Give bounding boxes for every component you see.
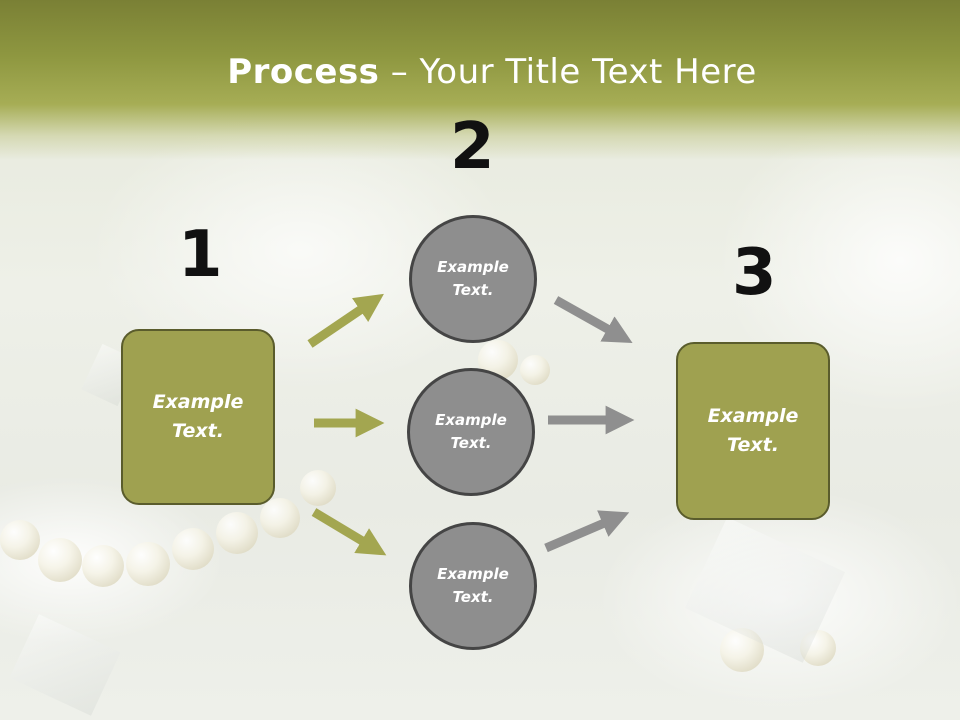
arrow-top-to-3 (553, 296, 633, 344)
arrow-bottom-to-3 (544, 510, 630, 553)
step-2-circle-middle: Example Text. (407, 368, 535, 496)
title-rest: – Your Title Text Here (379, 52, 757, 92)
circle-top-label: Example Text. (437, 258, 509, 299)
step-3-label: Example Text. (707, 405, 799, 456)
circle-bottom-label: Example Text. (437, 565, 509, 606)
circle-middle-label: Example Text. (435, 411, 507, 452)
step-1-label: Example Text. (152, 391, 244, 442)
arrow-1-to-top (307, 293, 384, 348)
step-number-2: 2 (450, 110, 495, 184)
step-2-circle-top: Example Text. (409, 215, 537, 343)
page-title: Process – Your Title Text Here (0, 52, 960, 92)
arrow-1-to-bottom (311, 508, 387, 556)
step-number-1: 1 (178, 218, 223, 292)
step-3-box: Example Text. (676, 342, 830, 520)
title-banner (0, 0, 960, 160)
title-bold: Process (227, 52, 380, 92)
step-2-circle-bottom: Example Text. (409, 522, 537, 650)
step-number-3: 3 (732, 236, 777, 310)
step-1-box: Example Text. (121, 329, 275, 505)
